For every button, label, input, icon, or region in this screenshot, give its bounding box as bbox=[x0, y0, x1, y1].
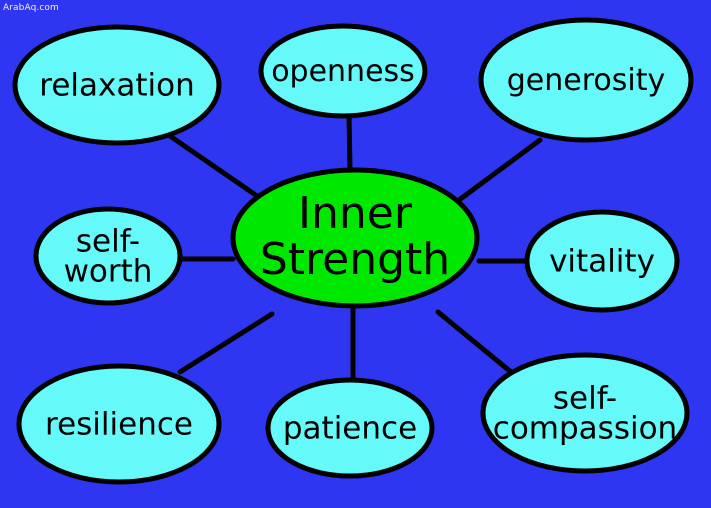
center-node-label-line-2: Strength bbox=[260, 234, 450, 285]
node-resilience: resilience bbox=[16, 363, 222, 485]
node-self-worth-label-line-1: self- bbox=[76, 224, 140, 260]
node-patience-label-line-1: patience bbox=[283, 411, 417, 447]
node-self-compassion-label-line-2: compassion bbox=[493, 411, 677, 447]
center-node-label-line-1: Inner bbox=[298, 188, 413, 239]
node-self-worth: self-worth bbox=[33, 206, 183, 306]
connectors bbox=[167, 111, 543, 383]
node-self-compassion: self-compassion bbox=[480, 352, 690, 474]
node-openness: openness bbox=[258, 23, 428, 119]
node-resilience-label-line-1: resilience bbox=[45, 407, 193, 443]
node-relaxation: relaxation bbox=[12, 24, 222, 146]
node-layer: relaxation openness generosity self-worth vi… bbox=[12, 17, 694, 485]
node-vitality-label-line-1: vitality bbox=[549, 244, 655, 280]
node-vitality-ellipse bbox=[524, 209, 680, 313]
node-openness-ellipse bbox=[258, 23, 428, 119]
connector-openness bbox=[346, 111, 353, 173]
node-self-worth-label-line-2: worth bbox=[64, 254, 153, 290]
node-generosity-ellipse bbox=[478, 17, 694, 143]
node-vitality: vitality bbox=[524, 209, 680, 313]
node-patience: patience bbox=[265, 377, 435, 479]
node-relaxation-label-line-1: relaxation bbox=[39, 68, 194, 104]
center-node-ellipse bbox=[230, 167, 480, 309]
node-patience-ellipse bbox=[265, 377, 435, 479]
node-self-worth-ellipse bbox=[33, 206, 183, 306]
connector-relaxation bbox=[167, 133, 263, 201]
node-openness-label-line-1: openness bbox=[271, 54, 415, 89]
node-relaxation-ellipse bbox=[12, 24, 222, 146]
watermark: ArabAq.com bbox=[3, 3, 59, 13]
node-resilience-ellipse bbox=[16, 363, 222, 485]
node-self-compassion-label-line-1: self- bbox=[553, 381, 617, 417]
connector-generosity bbox=[452, 137, 543, 206]
node-generosity-label-line-1: generosity bbox=[507, 63, 665, 98]
connector-self-compassion bbox=[435, 309, 514, 375]
connector-resilience bbox=[177, 311, 275, 375]
node-self-compassion-ellipse bbox=[480, 352, 690, 474]
node-generosity: generosity bbox=[478, 17, 694, 143]
